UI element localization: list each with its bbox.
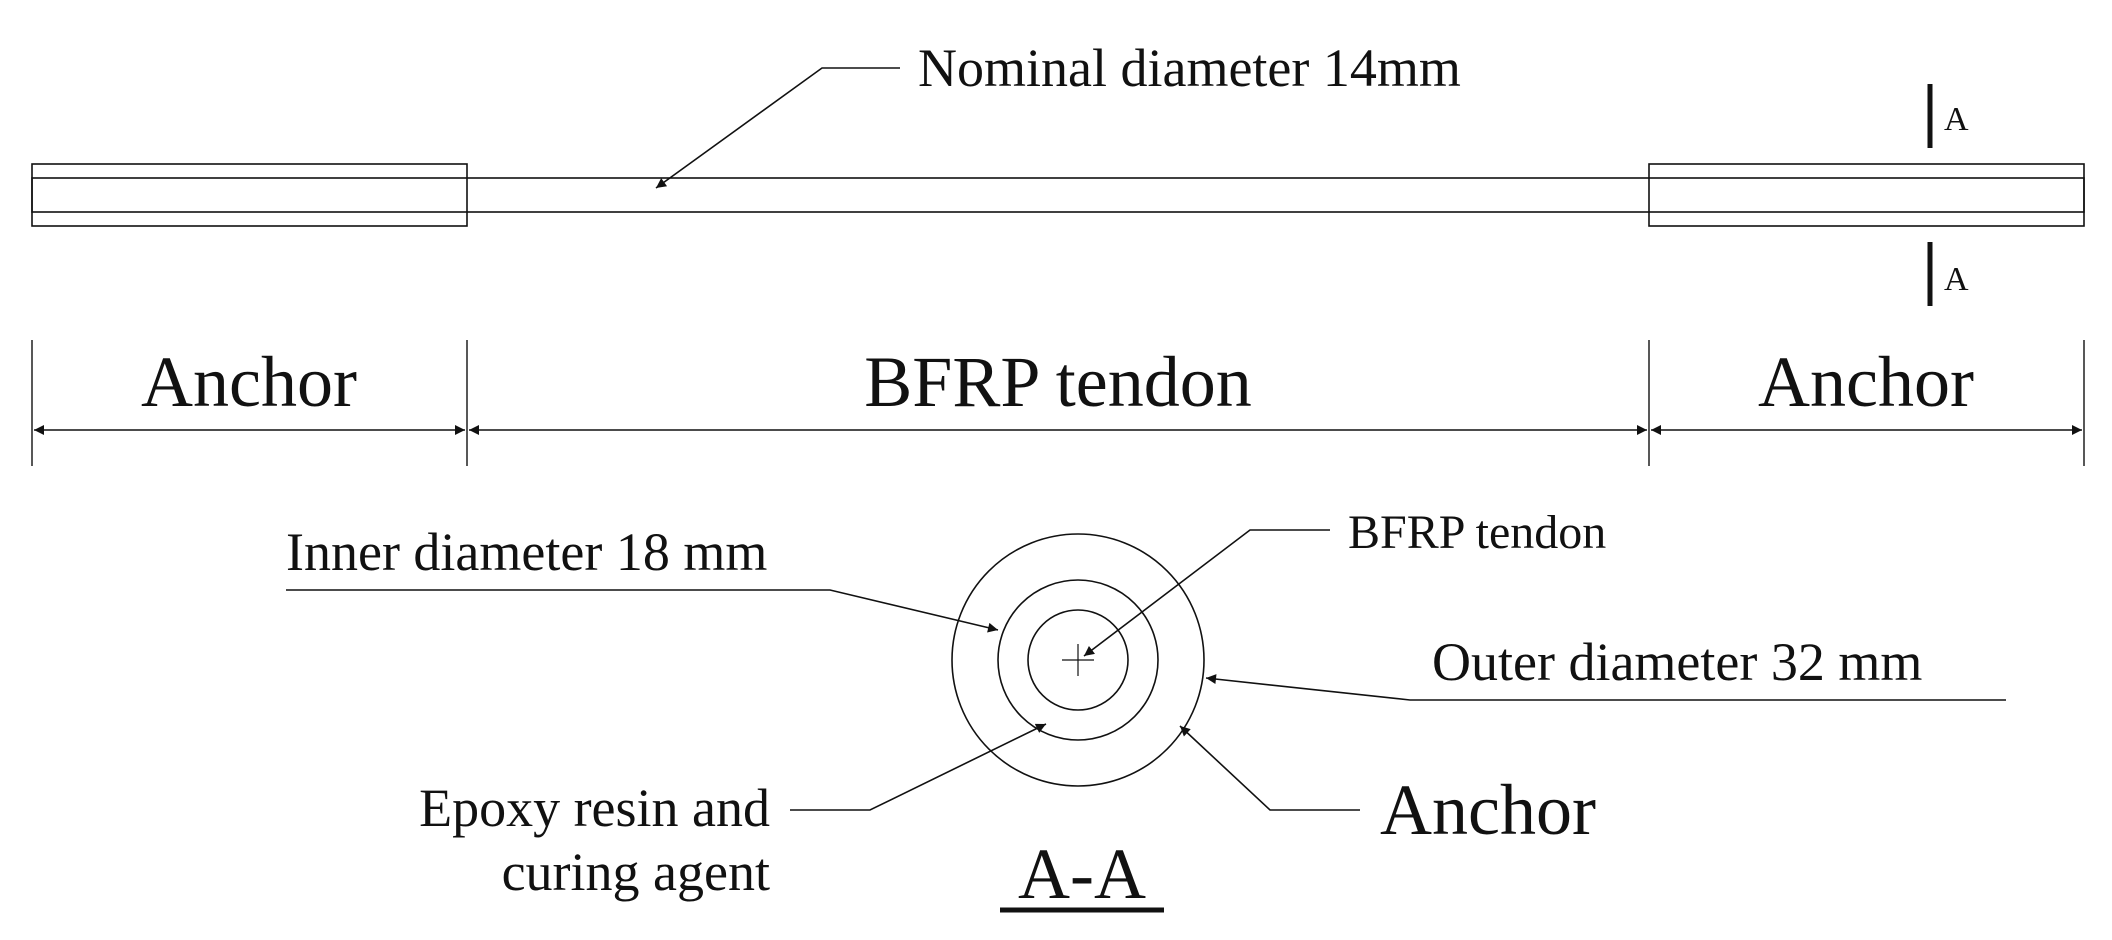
dimension-left-anchor-label: Anchor <box>141 342 357 422</box>
section-view: Inner diameter 18 mm BFRP tendon Outer d… <box>286 506 2006 914</box>
section-anchor-leader <box>1179 725 1360 811</box>
section-mark-top-letter: A <box>1944 101 1969 138</box>
tendon-rod <box>31 177 2085 213</box>
section-tendon-label: BFRP tendon <box>1348 506 1606 559</box>
epoxy-label-line2: curing agent <box>502 842 770 902</box>
outer-diameter-leader <box>1205 674 2006 701</box>
right-anchor-sleeve <box>1648 163 2085 227</box>
dimension-right-anchor-label: Anchor <box>1758 342 1974 422</box>
epoxy-annulus <box>997 579 1159 741</box>
nominal-diameter-label: Nominal diameter 14mm <box>918 38 1461 98</box>
dimension-lines: Anchor BFRP tendon Anchor <box>31 340 2085 466</box>
inner-diameter-label: Inner diameter 18 mm <box>286 522 767 582</box>
section-mark-bottom-letter: A <box>1944 261 1969 298</box>
dimension-tendon-label: BFRP tendon <box>864 342 1251 422</box>
inner-diameter-leader <box>286 589 999 633</box>
elevation-view: Nominal diameter 14mm A A <box>31 38 2085 306</box>
section-tendon-leader <box>1083 529 1330 657</box>
left-anchor-sleeve <box>31 163 468 227</box>
section-anchor-label: Anchor <box>1380 770 1596 850</box>
epoxy-label-line1: Epoxy resin and <box>419 778 770 838</box>
outer-diameter-label: Outer diameter 32 mm <box>1432 632 1922 692</box>
tendon-core <box>1027 609 1129 711</box>
section-title: A-A <box>1018 834 1146 914</box>
epoxy-leader <box>790 723 1047 811</box>
anchor-outer-circle <box>951 533 1205 787</box>
nominal-diameter-leader <box>655 67 900 189</box>
